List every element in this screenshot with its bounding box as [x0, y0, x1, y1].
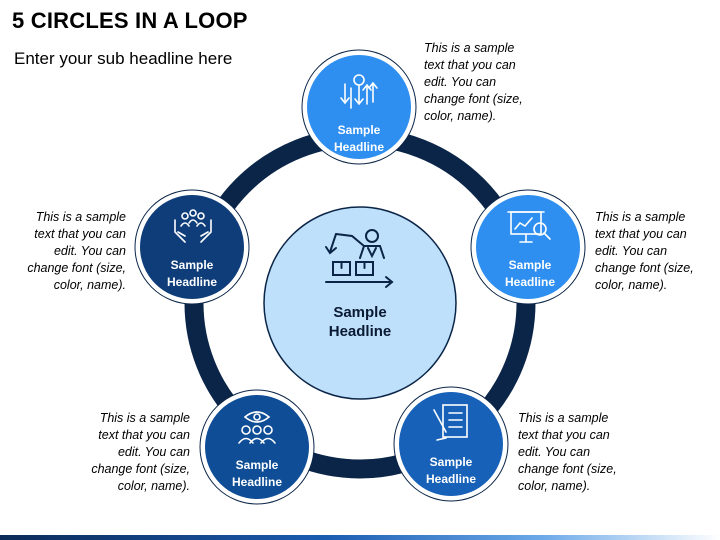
node-5-headline-line2: Headline [167, 275, 217, 289]
node-circle-4: Sample Headline [199, 389, 315, 505]
node-circle-3: Sample Headline [393, 386, 509, 502]
hands-team-icon [174, 209, 212, 243]
center-headline-line1: Sample [333, 304, 386, 321]
node-2-description: This is a sample text that you can edit.… [595, 210, 694, 292]
node-5-description: This is a sample text that you can edit.… [27, 210, 126, 292]
page-title: 5 CIRCLES IN A LOOP [12, 8, 248, 33]
checklist-pen-icon [433, 404, 468, 441]
node-circle-1: Sample Headline [301, 49, 417, 165]
node-2-headline-line2: Headline [505, 275, 555, 289]
center-circle: Sample Headline [263, 206, 457, 400]
presentation-analysis-icon [507, 211, 551, 243]
businessman-shipping-icon [325, 229, 394, 288]
node-1-description: This is a sample text that you can edit.… [424, 41, 523, 123]
node-4-headline-line1: Sample [236, 458, 279, 472]
team-vision-icon [238, 411, 276, 444]
node-circle-5: Sample Headline [134, 189, 250, 305]
idea-bulb-arrows-icon [340, 74, 378, 109]
bottom-accent-bar [0, 535, 720, 540]
node-3-headline-line2: Headline [426, 472, 476, 486]
page-subtitle: Enter your sub headline here [14, 49, 233, 68]
node-4-description: This is a sample text that you can edit.… [91, 411, 190, 493]
node-3-headline-line1: Sample [430, 455, 473, 469]
node-circle-2: Sample Headline [470, 189, 586, 305]
node-4-headline-line2: Headline [232, 475, 282, 489]
node-2-headline-line1: Sample [509, 258, 552, 272]
node-5-headline-line1: Sample [171, 258, 214, 272]
node-1-headline-line1: Sample [338, 123, 381, 137]
center-headline-line2: Headline [329, 323, 392, 340]
node-3-description: This is a sample text that you can edit.… [518, 411, 617, 493]
node-1-headline-line2: Headline [334, 140, 384, 154]
